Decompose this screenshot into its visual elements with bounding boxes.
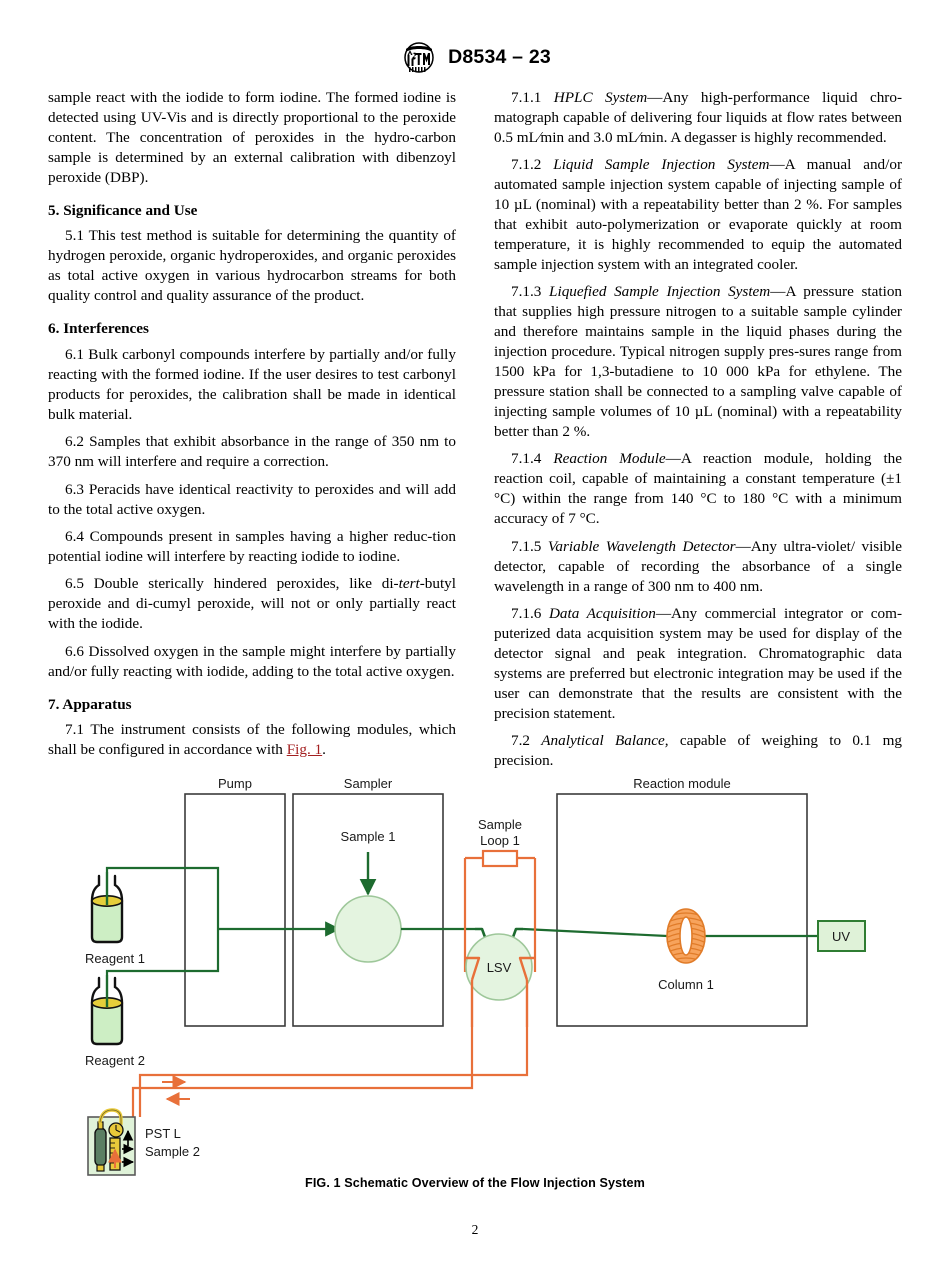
paragraph-7-1-6-number: 7.1.6: [511, 605, 549, 622]
paragraph-7-1-6-body: —Any commercial integrator or com-puteri…: [494, 605, 903, 722]
article-body: sample react with the iodide to form iod…: [48, 88, 902, 771]
sample-loop-1-body: [481, 849, 519, 868]
left-column: sample react with the iodide to form iod…: [48, 88, 456, 771]
paragraph-7-2-number: 7.2: [511, 732, 542, 750]
label-uv: UV: [832, 929, 850, 944]
paragraph-7-1-4-body: —A reaction module, holding the reaction…: [494, 450, 902, 528]
paragraph-7-1-2-number: 7.1.2: [511, 156, 554, 174]
uv-detector-box: [817, 920, 866, 952]
figure-1-caption: FIG. 1 Schematic Overview of the Flow In…: [305, 1176, 645, 1190]
heading-apparatus: 7. Apparatus: [48, 695, 132, 713]
paragraph-7-1-4: 7.1.4 Reaction Module—A reaction module,…: [494, 449, 902, 529]
paragraph-7-1-3-title: Liquefied Sample Injection System: [549, 283, 771, 301]
paragraph-7-1-6-title: Data Acquisition: [548, 605, 656, 622]
label-pst-l: PST L: [145, 1126, 181, 1141]
flow-path-lsv-to-column: [522, 927, 668, 938]
paragraph-7-1-part-b: .: [322, 741, 326, 759]
paragraph-7-1-5-title: Variable Wavelength Detector: [547, 537, 736, 555]
label-pump: Pump: [218, 776, 252, 791]
reaction-module-frame: [556, 793, 808, 1027]
paragraph-7-1-6: 7.1.6 Data Acquisition—Any commercial in…: [494, 604, 902, 724]
right-column: 7.1.1 HPLC System—Any high-performance l…: [494, 88, 902, 771]
paragraph-6-1: 6.1 Bulk carbonyl compounds interfere by…: [48, 345, 456, 423]
paragraph-7-1-2-title: Liquid Sample Injection System: [553, 156, 770, 174]
lsv-orange-channels: [465, 956, 535, 1027]
flow-path-pst-return: [131, 1027, 529, 1117]
reagent-1-bottle: [90, 872, 124, 944]
label-column-1: Column 1: [658, 977, 714, 992]
paragraph-7-1-3-number: 7.1.3: [511, 283, 550, 301]
paragraph-7-2-body: capable of weighing to 0.1 mg precision.: [494, 732, 903, 770]
paragraph-6-3: 6.3 Peracids have identical reactivity t…: [48, 480, 456, 518]
paragraph-6-4: 6.4 Compounds present in samples having …: [48, 527, 456, 565]
sampler-mixing-circle: [334, 895, 402, 963]
figure-1-link[interactable]: Fig. 1: [286, 741, 323, 759]
paragraph-5-1: 5.1 This test method is suitable for det…: [48, 227, 456, 305]
paragraph-7-1-1-title: HPLC System: [553, 89, 648, 106]
paragraph-6-5-part-a: 6.5 Double sterically hindered peroxides…: [65, 575, 399, 593]
lsv-valve-body: [465, 933, 533, 1001]
label-reagent-2: Reagent 2: [85, 1053, 145, 1068]
figure-1-schematic: Pump Sampler Reaction module Reagent 1 R…: [0, 772, 950, 1202]
label-sample-loop-1-line2: Loop 1: [480, 833, 520, 848]
astm-logo: [404, 42, 434, 73]
standard-designation: D8534 – 23: [448, 46, 551, 68]
label-sample-2: Sample 2: [145, 1144, 200, 1159]
label-sample-1: Sample 1: [341, 829, 396, 844]
paragraph-6-5: 6.5 Double sterically hindered peroxides…: [48, 574, 456, 634]
label-lsv: LSV: [487, 960, 512, 975]
paragraph-6-6: 6.6 Dissolved oxygen in the sample might…: [48, 642, 456, 680]
paragraph-7-2: 7.2 Analytical Balance, capable of weigh…: [494, 731, 902, 771]
pump-module-frame: [184, 793, 286, 1027]
flow-path-reagents-to-pump: [105, 866, 220, 975]
paragraph-6-2: 6.2 Samples that exhibit absorbance in t…: [48, 433, 456, 471]
paragraph-7-1-5-number: 7.1.5: [511, 537, 548, 555]
paragraph-7-1-1: 7.1.1 HPLC System—Any high-performance l…: [494, 88, 902, 148]
paragraph-7-1-4-title: Reaction Module: [553, 450, 666, 468]
paragraph-6-5-part-b: -butyl peroxide and di-cumyl peroxide, w…: [48, 575, 456, 633]
heading-interferences: 6. Interferences: [48, 320, 149, 338]
paragraph-6-5-italic-term: tert: [398, 575, 420, 593]
label-reaction-module: Reaction module: [633, 776, 731, 791]
paragraph-7-1-4-number: 7.1.4: [511, 450, 554, 468]
heading-significance-and-use: 5. Significance and Use: [48, 201, 198, 219]
paragraph-7-1-1-body: —Any high-performance liquid chro-matogr…: [494, 89, 903, 146]
paragraph-7-1-2-body: —A manual and/or automated sample inject…: [494, 156, 903, 273]
paragraph-7-1-5: 7.1.5 Variable Wavelength Detector—Any u…: [494, 537, 902, 597]
page-number: 2: [471, 1222, 479, 1237]
sample-loop-1-tubing: [463, 856, 537, 972]
paragraph-7-1-3: 7.1.3 Liquefied Sample Injection System—…: [494, 282, 902, 442]
reagent-2-bottle: [90, 975, 124, 1046]
paragraph-7-1-part-a: 7.1 The instrument consists of the follo…: [48, 721, 456, 759]
label-sample-loop-1-line1: Sample: [478, 817, 522, 832]
module-frames: [184, 793, 808, 1027]
page-header: D8534 – 23: [0, 42, 950, 73]
label-sampler: Sampler: [344, 776, 393, 791]
sampler-module-frame: [292, 793, 444, 1027]
paragraph-7-1: 7.1 The instrument consists of the follo…: [48, 720, 456, 760]
label-reagent-1: Reagent 1: [85, 951, 145, 966]
paragraph-7-1-5-body: —Any ultra-violet/ visible detector, cap…: [494, 537, 902, 595]
paragraph-7-1-1-number: 7.1.1: [511, 89, 554, 106]
paragraph-7-2-title: Analytical Balance,: [541, 732, 669, 750]
paragraph-7-1-3-body: —A pressure station that supplies high p…: [494, 283, 903, 440]
paragraph-7-1-2: 7.1.2 Liquid Sample Injection System—A m…: [494, 155, 902, 275]
column-1-coil: [666, 908, 706, 964]
paragraph-intro: sample react with the iodide to form iod…: [48, 89, 456, 186]
pst-l-unit: [87, 1108, 136, 1176]
